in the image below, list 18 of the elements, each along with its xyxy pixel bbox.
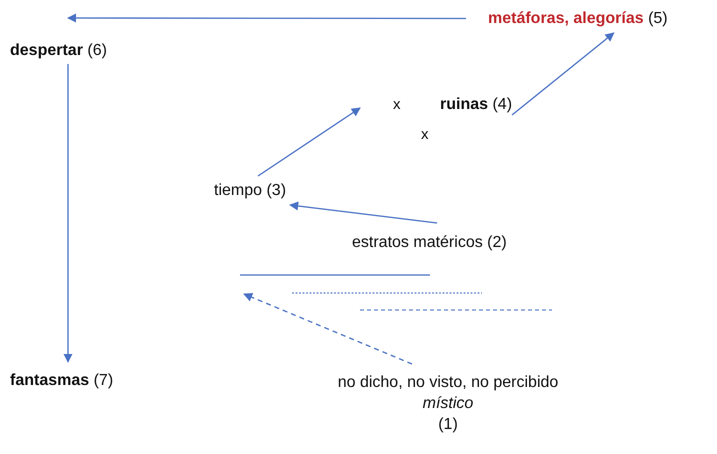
node-text: místico — [422, 394, 474, 414]
arrow — [243, 292, 412, 365]
node-text: (1) — [438, 415, 458, 435]
cross-mark: x — [393, 96, 400, 113]
node-text: despertar (6) — [10, 41, 107, 61]
node-text: no dicho, no visto, no percibido — [338, 373, 558, 393]
layer-lines-drawing — [240, 272, 552, 312]
node-text: ruinas (4) — [440, 95, 512, 115]
arrow — [67, 13, 466, 23]
arrow — [512, 32, 614, 116]
cross-mark: x — [421, 126, 428, 143]
node-text: tiempo (3) — [214, 181, 286, 201]
node-text: estratos matéricos (2) — [352, 233, 507, 253]
node-text: metáforas, alegorías (5) — [488, 9, 668, 29]
arrow — [258, 107, 361, 177]
arrow — [289, 201, 438, 224]
arrow — [63, 64, 73, 363]
node-text: fantasmas (7) — [10, 371, 114, 391]
